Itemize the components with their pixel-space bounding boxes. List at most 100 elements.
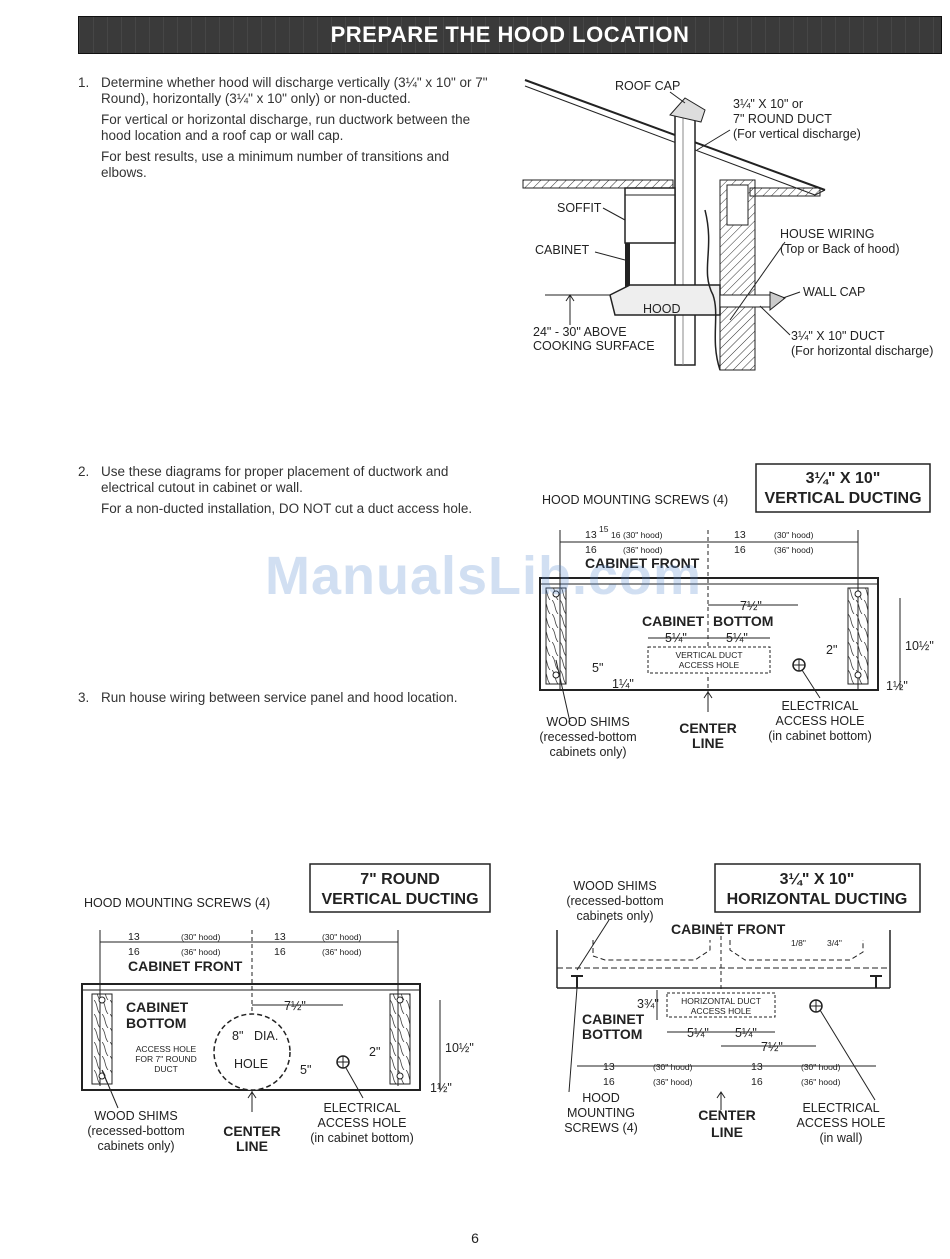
house-wiring-label: (Top or Back of hood) — [780, 242, 900, 256]
dim-30: 13 — [585, 529, 597, 541]
wood-shims-label: (recessed-bottom — [566, 894, 663, 908]
duct-label: 3¼" X 10" or — [733, 97, 803, 111]
mounting-screws-label: MOUNTING — [567, 1106, 635, 1120]
hole-size-label: HOLE — [234, 1057, 268, 1071]
round-access-label: DUCT — [154, 1064, 178, 1074]
diagram-title: 3¼" X 10" — [806, 470, 881, 487]
step-paragraph: For vertical or horizontal discharge, ru… — [101, 112, 471, 143]
step-3: 3. Run house wiring between service pane… — [78, 690, 498, 711]
dim-5-quarter: 5¼" — [687, 1026, 709, 1040]
dim-1-half: 1½" — [886, 679, 908, 693]
mounting-screws-label: HOOD MOUNTING SCREWS (4) — [542, 493, 728, 507]
dim-note: (30" hood) — [322, 932, 362, 942]
diagram-title: 3¼" X 10" — [780, 871, 855, 888]
hole-size-label: DIA. — [254, 1029, 278, 1043]
round-access-label: ACCESS HOLE — [136, 1044, 197, 1054]
mounting-screws-label: HOOD — [582, 1091, 620, 1105]
dim-5: 5" — [300, 1063, 311, 1077]
electrical-hole-label: ELECTRICAL — [781, 699, 858, 713]
wood-shims-label: WOOD SHIMS — [573, 879, 656, 893]
dim-1-eighth: 1/8" — [791, 938, 806, 948]
center-line-label: LINE — [236, 1138, 268, 1154]
dim-note: (36" hood) — [322, 947, 362, 957]
diagram-title: VERTICAL DUCTING — [764, 490, 921, 507]
dim-note: (36" hood) — [774, 545, 814, 555]
duct-label: (For vertical discharge) — [733, 127, 861, 141]
electrical-hole-label: ELECTRICAL — [323, 1101, 400, 1115]
cabinet-bottom-label: CABINET — [582, 1011, 645, 1027]
dim-note: (36" hood) — [181, 947, 221, 957]
step-paragraph: Run house wiring between service panel a… — [101, 690, 458, 705]
electrical-hole-label: ACCESS HOLE — [797, 1116, 886, 1130]
dim-note: (36" hood) — [653, 1077, 693, 1087]
hood-label: HOOD — [643, 302, 681, 316]
dim-30: 13 — [274, 931, 286, 943]
dim-2: 2" — [826, 643, 837, 657]
dim-36: 16 — [585, 544, 597, 556]
cabinet-bottom-label: BOTTOM — [126, 1015, 186, 1031]
electrical-hole-label: (in wall) — [819, 1131, 862, 1145]
dim-30: 13 — [603, 1061, 615, 1073]
duct-access-label: VERTICAL DUCT — [675, 650, 742, 660]
duct-access-label: ACCESS HOLE — [691, 1006, 752, 1016]
electrical-hole-label: (in cabinet bottom) — [310, 1131, 414, 1145]
dim-3-3quarter: 3¾" — [637, 997, 659, 1011]
vertical-ducting-diagram: 3¼" X 10" VERTICAL DUCTING HOOD MOUNTING… — [539, 463, 934, 759]
dim-5: 5" — [592, 661, 603, 675]
dim-frac-den: 16 — [611, 530, 621, 540]
step-paragraph: For a non-ducted installation, DO NOT cu… — [101, 501, 473, 516]
dim-36: 16 — [751, 1076, 763, 1088]
dim-36: 16 — [274, 946, 286, 958]
round-access-label: FOR 7" ROUND — [135, 1054, 197, 1064]
step-number: 3. — [78, 690, 90, 705]
duct-access-label: HORIZONTAL DUCT — [681, 996, 761, 1006]
step-paragraph: Use these diagrams for proper placement … — [101, 464, 449, 495]
mounting-screws-label: SCREWS (4) — [564, 1121, 638, 1135]
step-1: 1. Determine whether hood will discharge… — [78, 75, 498, 186]
step-paragraph: For best results, use a minimum number o… — [101, 149, 450, 180]
dim-30: 13 — [734, 529, 746, 541]
dim-note: (30" hood) — [623, 530, 663, 540]
soffit-label: SOFFIT — [557, 201, 602, 215]
diagram-title: HORIZONTAL DUCTING — [727, 891, 908, 908]
cabinet-label: CABINET — [535, 243, 590, 257]
wood-shims-label: WOOD SHIMS — [546, 715, 629, 729]
dim-note: (30" hood) — [653, 1062, 693, 1072]
dim-30: 13 — [751, 1061, 763, 1073]
hole-size-label: 8" — [232, 1029, 243, 1043]
cabinet-bottom-label: BOTTOM — [582, 1026, 642, 1042]
watermark: ManualsLib.com — [265, 546, 703, 606]
wood-shims-label: WOOD SHIMS — [94, 1109, 177, 1123]
round-ducting-diagram: 7" ROUND VERTICAL DUCTING HOOD MOUNTING … — [81, 863, 491, 1154]
electrical-hole-label: ACCESS HOLE — [318, 1116, 407, 1130]
dim-note: (36" hood) — [801, 1077, 841, 1087]
roof-cap-label: ROOF CAP — [615, 79, 680, 93]
electrical-hole-label: ACCESS HOLE — [776, 714, 865, 728]
step-2: 2. Use these diagrams for proper placeme… — [78, 464, 498, 522]
dim-36: 16 — [734, 544, 746, 556]
cabinet-bottom-label: CABINET — [126, 999, 189, 1015]
dim-1-quarter: 1¼" — [612, 677, 634, 691]
horizontal-duct-label: (For horizontal discharge) — [791, 344, 933, 358]
dim-5-quarter: 5¼" — [726, 631, 748, 645]
duct-access-label: ACCESS HOLE — [679, 660, 740, 670]
dim-1-half: 1½" — [430, 1081, 452, 1095]
hood-installation-diagram: ROOF CAP 3¼" X 10" or 7" ROUND DUCT (For… — [522, 79, 933, 371]
dim-note: (30" hood) — [181, 932, 221, 942]
page-number: 6 — [471, 1230, 479, 1246]
dim-30: 13 — [128, 931, 140, 943]
center-line-label: LINE — [711, 1124, 743, 1140]
center-line-label: CENTER — [679, 720, 737, 736]
dim-7-half: 7½" — [284, 999, 306, 1013]
wood-shims-label: cabinets only) — [549, 745, 626, 759]
dim-10-half: 10½" — [905, 639, 934, 653]
wood-shims-label: (recessed-bottom — [87, 1124, 184, 1138]
house-wiring-label: HOUSE WIRING — [780, 227, 874, 241]
dim-note: (30" hood) — [774, 530, 814, 540]
cabinet-bottom-label: CABINET — [642, 613, 705, 629]
horizontal-duct-label: 3¼" X 10" DUCT — [791, 329, 885, 343]
dim-7-half: 7½" — [761, 1040, 783, 1054]
mounting-screws-label: HOOD MOUNTING SCREWS (4) — [84, 896, 270, 910]
diagram-title: 7" ROUND — [360, 871, 440, 888]
step-number: 1. — [78, 75, 90, 90]
